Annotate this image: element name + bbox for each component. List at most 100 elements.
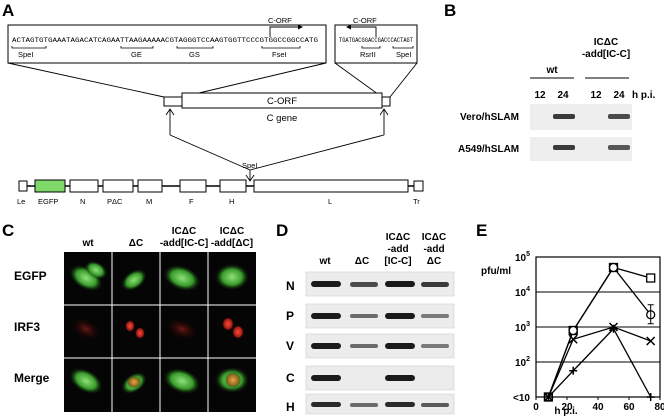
genome-n [69, 179, 99, 193]
e-x-tick-label: 0 [533, 402, 539, 413]
band-a549-wt24 [553, 145, 575, 150]
e-error-bar [647, 304, 654, 325]
ge-bracket [120, 46, 154, 49]
b-time-1: 12 [534, 90, 546, 101]
label-f: F [189, 197, 194, 206]
cell-irf3-addc [165, 317, 199, 341]
band-v-2 [350, 344, 378, 348]
c-row-irf3: IRF3 [14, 320, 40, 334]
zoom-line-1 [7, 62, 165, 98]
panel-b: B wt ICΔC -add[IC-C] 12 24 12 24 h p.i. … [444, 1, 656, 161]
spei-insert-label: SpeI [242, 161, 257, 170]
e-ylabel: pfu/ml [481, 266, 511, 277]
cell-egfp-wt-2 [84, 260, 108, 280]
label-pdc: PΔC [107, 197, 123, 206]
e-point-circle [608, 262, 619, 273]
cell-merge-adddc-nuc [225, 372, 241, 388]
zoom-line-3 [334, 62, 383, 98]
e-x-tick-label: 60 [623, 402, 635, 413]
b-row-a549: A549/hSLAM [458, 144, 519, 155]
spei-bracket-left [11, 46, 47, 49]
c-orf-box [181, 92, 383, 109]
e-point-plus [569, 366, 578, 375]
fsei-bracket [261, 46, 301, 49]
band-vero-wt24 [553, 114, 575, 119]
cell-merge-dc-nuc [127, 376, 141, 388]
d-col-1: wt [318, 256, 331, 267]
e-y-tick-label: 103 [515, 321, 530, 334]
b-time-3: 12 [590, 90, 602, 101]
c-col-3b: -add[IC-C] [160, 238, 208, 249]
c-col-4a: ICΔC [220, 226, 244, 237]
site-gs: GS [189, 50, 200, 59]
e-y-tick-label: 104 [515, 286, 530, 299]
genome-le [18, 180, 28, 192]
e-point-plus [609, 324, 618, 333]
genome-egfp [34, 179, 66, 193]
band-p-2 [350, 314, 378, 318]
band-v-3 [385, 343, 415, 349]
e-x-tick-label: 40 [592, 402, 604, 413]
d-col-2: ΔC [355, 256, 369, 267]
band-v-4 [421, 344, 449, 348]
corf-right-arrow [351, 26, 377, 37]
cell-egfp-addc [163, 264, 201, 292]
d-col-3c: [IC-C] [384, 256, 411, 267]
panel-d-letter: D [276, 221, 288, 240]
rsrii-bracket [361, 46, 381, 49]
spei-bracket-right [392, 46, 414, 49]
e-point-square [646, 273, 656, 283]
e-y-tick-labels: <10 102 103 104 105 [513, 251, 530, 404]
e-series-line-circle [547, 266, 652, 398]
band-n-1 [311, 281, 341, 287]
e-y-tick-label: 102 [515, 356, 530, 369]
spei-line-right [249, 134, 385, 171]
d-row-p: P [286, 309, 294, 323]
site-spei-left: SpeI [18, 50, 33, 59]
d-col-3a: ICΔC [386, 232, 410, 243]
cell-irf3-adddc-1 [222, 317, 234, 331]
label-m: M [146, 197, 152, 206]
cell-merge-wt [69, 367, 103, 395]
band-p-1 [311, 313, 341, 319]
e-x-tick-label: 80 [654, 402, 664, 413]
cell-egfp-adddc [215, 264, 249, 290]
cell-irf3-adddc-2 [232, 325, 244, 339]
e-point-plus [646, 393, 655, 401]
band-n-2 [350, 282, 378, 287]
e-y-tick-label: <10 [513, 393, 530, 404]
label-l: L [328, 197, 332, 206]
band-h-3 [385, 402, 415, 407]
b-row-vero: Vero/hSLAM [460, 112, 519, 123]
e-y-tick-label: 105 [515, 251, 530, 264]
cell-irf3-wt [71, 317, 101, 341]
c-col-2: ΔC [129, 238, 143, 249]
band-h-4 [421, 403, 449, 407]
b-time-2: 24 [557, 90, 569, 101]
d-col-4c: ΔC [427, 256, 441, 267]
band-n-3 [385, 281, 415, 287]
genome-f [179, 179, 207, 193]
b-unit: h p.i. [632, 90, 656, 101]
e-x-tick-label: 20 [561, 402, 573, 413]
label-h: H [229, 197, 234, 206]
c-col-4b: -add[ΔC] [211, 238, 253, 249]
panel-b-letter: B [444, 1, 456, 20]
e-point-cross [568, 334, 578, 344]
cell-irf3-dc-1 [125, 320, 135, 332]
e-xlabel: h p.i. [554, 406, 578, 416]
corf-left-label: C-ORF [268, 16, 292, 25]
panel-a: A C-ORF ACTAGTGTGAAATAGACATCAGAATTAAGAAA… [2, 1, 424, 206]
gs-bracket [176, 46, 214, 49]
band-c-1 [311, 375, 341, 381]
e-series-line-cross [547, 326, 651, 398]
right-sequence: TGATGACGGACCGACCCACTAGT [339, 37, 413, 44]
corf-right-arrowhead [346, 24, 351, 30]
zoom-line-2 [181, 62, 327, 98]
spei-arrowhead-left [165, 108, 175, 116]
band-a549-mut24 [608, 145, 630, 150]
band-v-1 [311, 343, 341, 349]
corf-left-arrowhead [298, 24, 303, 30]
